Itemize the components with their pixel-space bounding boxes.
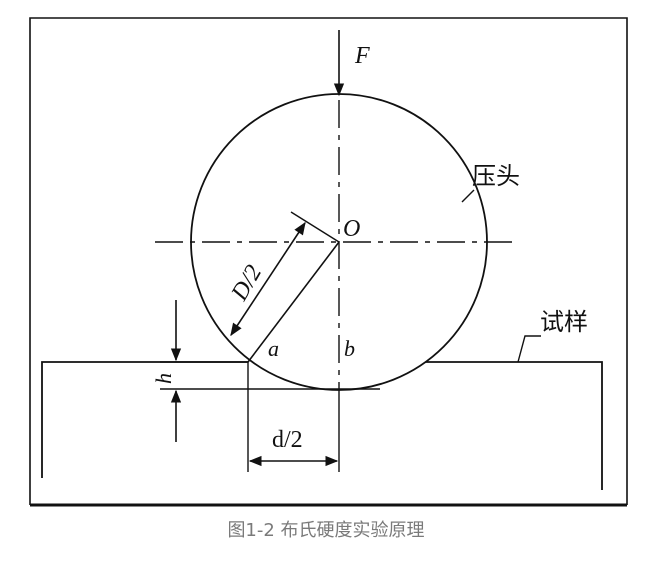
- center-label: O: [343, 216, 360, 242]
- point-b-label: b: [344, 336, 355, 361]
- specimen-leader: [517, 335, 541, 363]
- radius-extension-line: [290, 211, 340, 243]
- force-label: F: [354, 43, 370, 69]
- figure-caption: 图1-2 布氏硬度实验原理: [227, 520, 425, 541]
- depth-label: h: [151, 373, 176, 384]
- figure-frame: [29, 17, 628, 505]
- point-a-label: a: [268, 336, 279, 361]
- radius-dimension-arrow: [230, 221, 306, 337]
- indenter-leader: [461, 189, 475, 203]
- indenter-label: 压头: [472, 162, 520, 190]
- half-diameter-label: d/2: [272, 427, 303, 453]
- specimen-label: 试样: [540, 308, 588, 336]
